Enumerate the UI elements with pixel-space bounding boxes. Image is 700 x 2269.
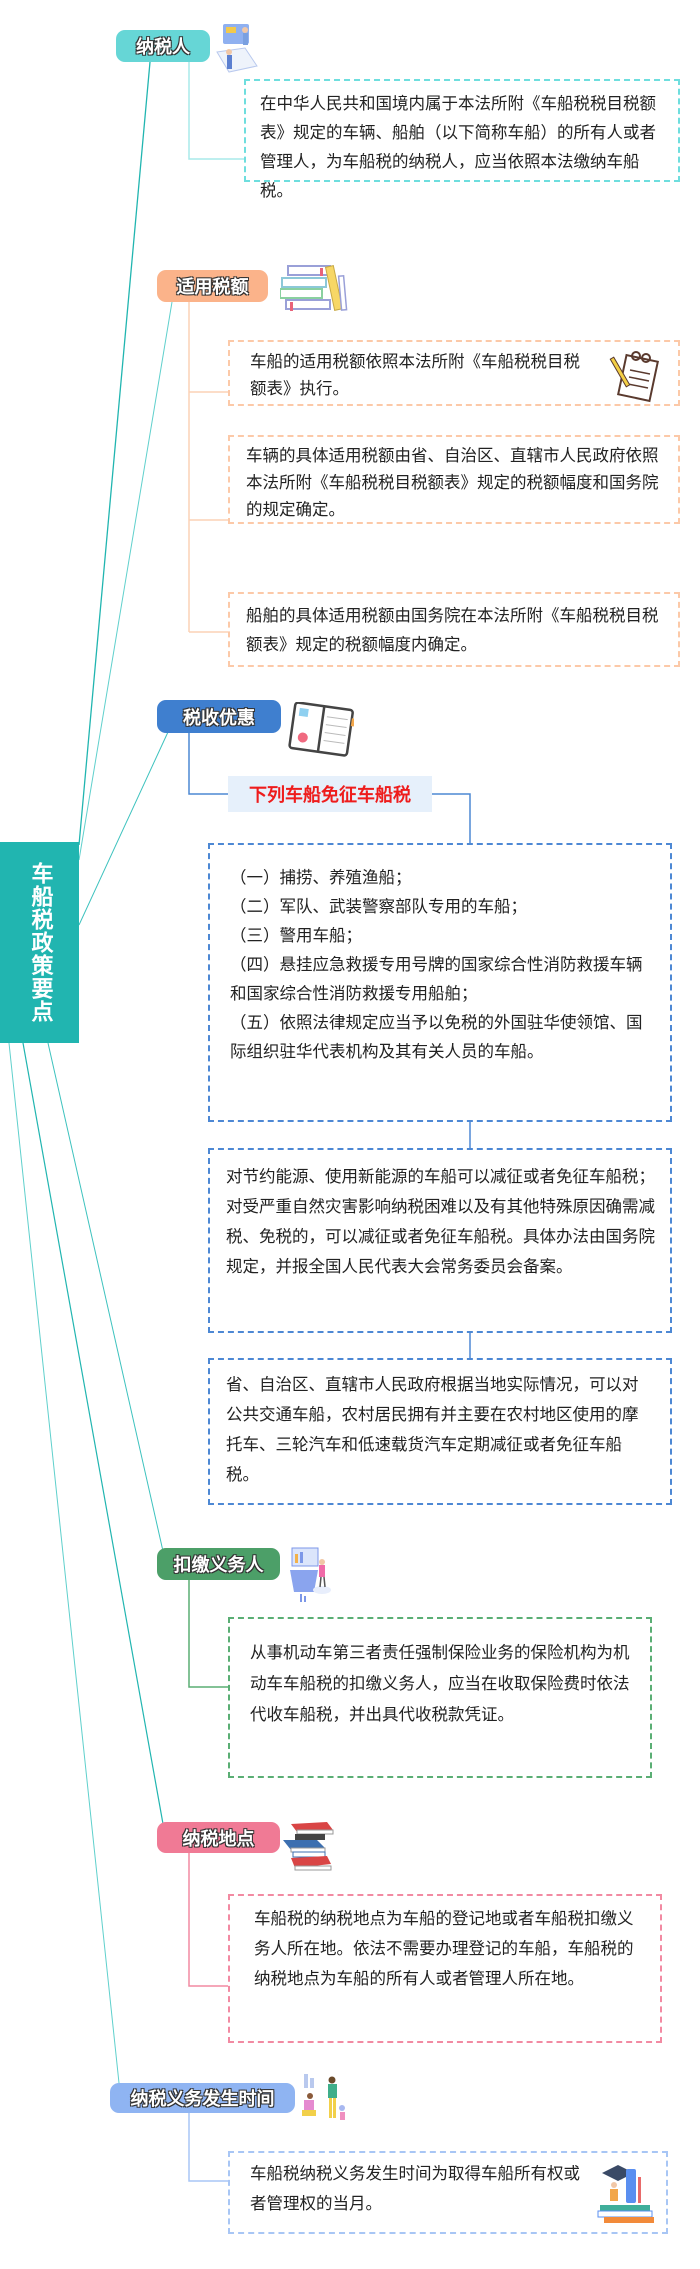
branch-label: 纳税人 bbox=[136, 37, 190, 58]
books-illustration bbox=[279, 262, 352, 318]
content-text: 省、自治区、直辖市人民政府根据当地实际情况，可以对公共交通车船，农村居民拥有并主… bbox=[226, 1375, 639, 1484]
content-text: 车船的适用税额依照本法所附《车船税税目税额表》执行。 bbox=[250, 352, 580, 398]
exemption-item-1: （一）捕捞、养殖渔船； bbox=[230, 868, 412, 887]
branch-label: 纳税地点 bbox=[182, 1828, 255, 1850]
incentive-content-box-1: 对节约能源、使用新能源的车船可以减征或者免征车船税；对受严重自然灾害影响纳税困难… bbox=[208, 1148, 672, 1333]
content-text: 对节约能源、使用新能源的车船可以减征或者免征车船税；对受严重自然灾害影响纳税困难… bbox=[226, 1167, 655, 1276]
office-people-illustration bbox=[215, 18, 259, 86]
branch-label: 扣缴义务人 bbox=[173, 1555, 264, 1576]
exemption-item-5: （五）依照法律规定应当予以免税的外国驻华使领馆、国际组织驻华代表机构及其有关人员… bbox=[230, 1013, 643, 1061]
exemption-list-box: （一）捕捞、养殖渔船； （二）军队、武装警察部队专用的车船； （三）警用车船； … bbox=[208, 843, 672, 1122]
exemption-sub-node[interactable]: 下列车船免征车船税 bbox=[228, 776, 432, 812]
exemption-item-2: （二）军队、武装警察部队专用的车船； bbox=[230, 897, 527, 916]
content-text: 车辆的具体适用税额由省、自治区、直辖市人民政府依照本法所附《车船税税目税额表》规… bbox=[246, 446, 659, 519]
incentive-content-box-2: 省、自治区、直辖市人民政府根据当地实际情况，可以对公共交通车船，农村居民拥有并主… bbox=[208, 1358, 672, 1505]
graduation-books-icon bbox=[594, 2159, 658, 2241]
content-text: 车船税的纳税地点为车船的登记地或者车船税扣缴义务人所在地。依法不需要办理登记的车… bbox=[254, 1909, 634, 1988]
tax-location-content-box: 车船税的纳税地点为车船的登记地或者车船税扣缴义务人所在地。依法不需要办理登记的车… bbox=[228, 1894, 662, 2043]
book-stack-illustration bbox=[281, 1820, 339, 1876]
tax-obligation-time-content-box: 车船税纳税义务发生时间为取得车船所有权或者管理权的当月。 bbox=[228, 2151, 668, 2234]
exemption-item-4: （四）悬挂应急救援专用号牌的国家综合性消防救援车辆和国家综合性消防救援专用船舶； bbox=[230, 955, 643, 1003]
tax-rate-content-box-1: 车船的适用税额依照本法所附《车船税税目税额表》执行。 bbox=[228, 340, 680, 406]
meeting-people-illustration bbox=[300, 2072, 348, 2128]
branch-node-taxpayer[interactable]: 纳税人 bbox=[116, 30, 210, 62]
content-text: 在中华人民共和国境内属于本法所附《车船税税目税额表》规定的车辆、船舶（以下简称车… bbox=[260, 94, 656, 200]
taxpayer-content-box: 在中华人民共和国境内属于本法所附《车船税税目税额表》规定的车辆、船舶（以下简称车… bbox=[244, 79, 680, 200]
root-title: 车船税政策要点 bbox=[27, 862, 53, 1023]
branch-label: 纳税义务发生时间 bbox=[130, 2089, 275, 2110]
notebook-illustration bbox=[288, 701, 355, 762]
branch-node-tax-incentives[interactable]: 税收优惠 bbox=[157, 700, 281, 733]
content-text: 车船税纳税义务发生时间为取得车船所有权或者管理权的当月。 bbox=[250, 2164, 580, 2213]
withholding-content-box: 从事机动车第三者责任强制保险业务的保险机构为机动车车船税的扣缴义务人，应当在收取… bbox=[228, 1617, 652, 1778]
branch-node-tax-rate[interactable]: 适用税额 bbox=[157, 270, 268, 302]
root-node[interactable]: 车船税政策要点 bbox=[0, 842, 79, 1043]
branch-label: 适用税额 bbox=[176, 277, 249, 298]
sub-node-label: 下列车船免征车船税 bbox=[249, 785, 411, 806]
tax-rate-content-box-2: 车辆的具体适用税额由省、自治区、直辖市人民政府依照本法所附《车船税税目税额表》规… bbox=[228, 435, 680, 524]
branch-label: 税收优惠 bbox=[183, 707, 255, 729]
data-analyst-illustration bbox=[288, 1540, 336, 1608]
exemption-item-3: （三）警用车船； bbox=[230, 926, 362, 945]
notepad-pencil-icon bbox=[608, 348, 664, 412]
branch-node-withholding-agent[interactable]: 扣缴义务人 bbox=[157, 1548, 280, 1580]
content-text: 船舶的具体适用税额由国务院在本法所附《车船税税目税额表》规定的税额幅度内确定。 bbox=[246, 606, 659, 654]
content-text: 从事机动车第三者责任强制保险业务的保险机构为机动车车船税的扣缴义务人，应当在收取… bbox=[250, 1643, 630, 1724]
branch-node-tax-location[interactable]: 纳税地点 bbox=[157, 1822, 280, 1853]
tax-rate-content-box-3: 船舶的具体适用税额由国务院在本法所附《车船税税目税额表》规定的税额幅度内确定。 bbox=[228, 592, 680, 667]
branch-node-tax-obligation-time[interactable]: 纳税义务发生时间 bbox=[110, 2083, 295, 2113]
